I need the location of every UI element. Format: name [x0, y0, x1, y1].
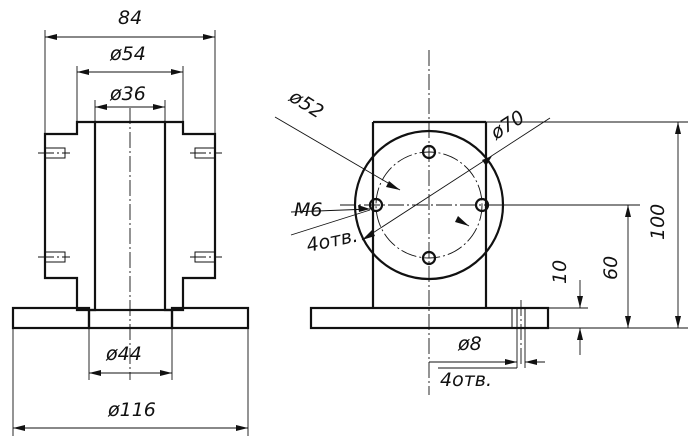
section-left-wall: [43, 120, 97, 312]
dim-d44: ø44: [88, 328, 173, 380]
dim-d116: ø116: [12, 328, 249, 436]
dim-84: 84: [44, 7, 216, 134]
threaded-holes: [38, 147, 222, 263]
dim-100: 100: [486, 121, 688, 329]
dim-d36: ø36: [94, 83, 166, 122]
dim-label-m6: M6: [294, 199, 322, 221]
dim-label-d116: ø116: [107, 399, 156, 421]
plate-hole-section-right: [524, 307, 549, 329]
dim-label-d70: ø70: [486, 106, 529, 145]
plate-hole-section-left: [511, 307, 518, 329]
side-view: ø52 ø70 M6 4отв. ø8 4отв.: [274, 50, 688, 395]
dim-label-d54: ø54: [109, 43, 146, 65]
dim-label-d52: ø52: [285, 85, 328, 123]
dim-d70: ø70: [361, 106, 551, 241]
section-right-wall: [163, 120, 217, 312]
central-bore: [87, 308, 174, 330]
dim-label-100: 100: [647, 204, 669, 240]
front-view: 84 ø54 ø36 ø44: [11, 7, 250, 436]
dim-label-d8: ø8: [457, 333, 482, 355]
dim-10: 10: [548, 260, 588, 355]
dim-d54: ø54: [76, 43, 184, 122]
dim-label-d8-count: 4отв.: [440, 369, 492, 391]
dim-d8: ø8 4отв.: [429, 328, 545, 391]
dim-label-d44: ø44: [105, 343, 142, 365]
dim-label-84: 84: [118, 7, 142, 29]
dim-60: 60: [486, 204, 640, 328]
dim-label-d36: ø36: [109, 83, 146, 105]
dim-label-10: 10: [549, 260, 571, 284]
dim-label-60: 60: [600, 256, 622, 280]
dim-label-m6-count: 4отв.: [304, 225, 359, 257]
